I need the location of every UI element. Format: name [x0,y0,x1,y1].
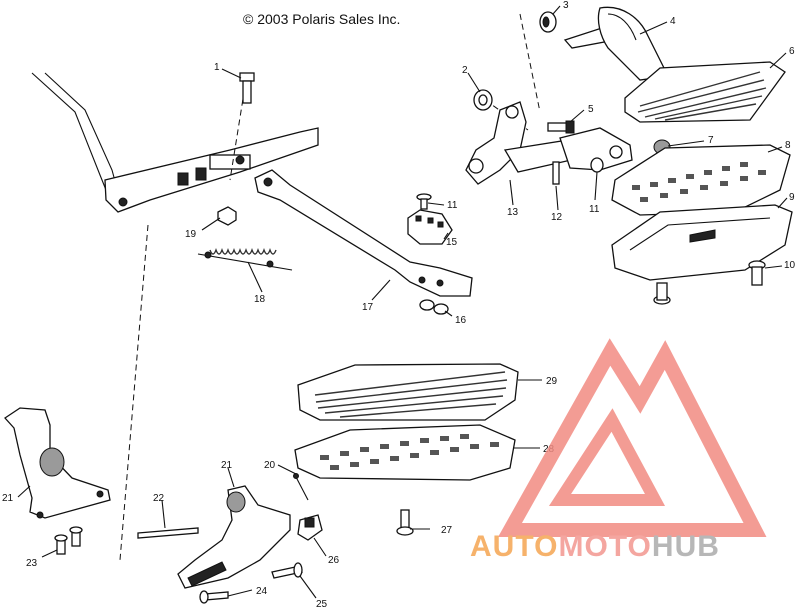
floorboard-base-part-9 [611,204,793,281]
nut-part-19 [217,206,237,226]
leader-dash-1 [229,79,247,181]
callout-18: 18 [254,294,266,305]
callout-23: 23 [26,558,38,569]
callout-24: 24 [256,586,268,597]
callout-11-right: 11 [589,204,600,215]
clip-part-26 [297,514,323,541]
callout-26: 26 [328,555,340,566]
rubber-pad-part-6 [624,61,786,123]
callout-3: 3 [563,0,569,11]
watermark-word-auto: AUTO [470,530,558,563]
callout-12: 12 [551,212,563,223]
bolt-part-10 [748,260,766,286]
copyright-text: © 2003 Polaris Sales Inc. [243,11,400,27]
leader-dash-3 [519,13,541,113]
pin-part-22 [137,527,199,539]
screw-part-14 [416,193,432,210]
callout-21-lower: 21 [221,460,233,471]
bracket-part-21-lower [177,485,291,589]
callout-17: 17 [362,302,374,313]
callout-20: 20 [264,460,276,471]
callout-15: 15 [446,237,458,248]
callout-29: 29 [546,376,558,387]
watermark-word-hub: HUB [652,530,720,563]
bolts-part-23 [54,526,83,555]
callout-27: 27 [441,525,453,536]
callout-19: 19 [185,229,197,240]
callout-4: 4 [670,16,676,27]
rubber-pad-part-29 [297,363,519,421]
pad-part-15 [407,209,453,245]
watermark-text: AUTOMOTOHUB [470,530,720,563]
spring-part-18 [197,248,293,271]
callout-8: 8 [785,140,791,151]
leader-dash-frame [119,224,149,561]
callout-21-left: 21 [2,493,14,504]
pin-part-20 [293,473,309,501]
bolt-part-5 [547,120,575,134]
svg-text:AUTOMOTOHUB: AUTOMOTOHUB [470,530,720,563]
callout-7: 7 [708,135,714,146]
watermark-word-moto: MOTO [558,530,651,563]
horn-part-4 [563,6,669,81]
washers-part-16 [419,299,449,315]
bolt-part-25 [271,562,303,579]
bracket-part-21-left [4,407,111,519]
callout-11-left: 11 [447,200,458,211]
bushing-part-3 [539,11,557,33]
callout-10: 10 [784,260,796,271]
callout-9: 9 [789,192,795,203]
floorboard-part-8 [611,144,791,216]
callout-5: 5 [588,104,594,115]
callout-25: 25 [316,599,328,608]
bolt-part-27 [396,509,414,536]
floorboard-part-28 [294,424,516,481]
kickstand-part-17 [254,169,473,297]
callout-16: 16 [455,315,467,326]
watermark-logo [498,338,767,537]
bracket-assembly-part-13 [465,101,633,185]
bolt-under-part-9 [653,282,671,305]
callout-1: 1 [214,62,220,73]
callout-6: 6 [789,46,795,57]
washer-part-11 [590,157,604,173]
spacer-part-2 [473,89,493,111]
frame-tube [31,72,319,213]
bolt-part-1 [239,72,255,104]
pin-part-12 [552,161,560,185]
callout-2: 2 [462,65,468,76]
callout-13: 13 [507,207,519,218]
bolt-part-24 [199,590,229,604]
callout-22: 22 [153,493,165,504]
leader-lines [17,5,788,599]
